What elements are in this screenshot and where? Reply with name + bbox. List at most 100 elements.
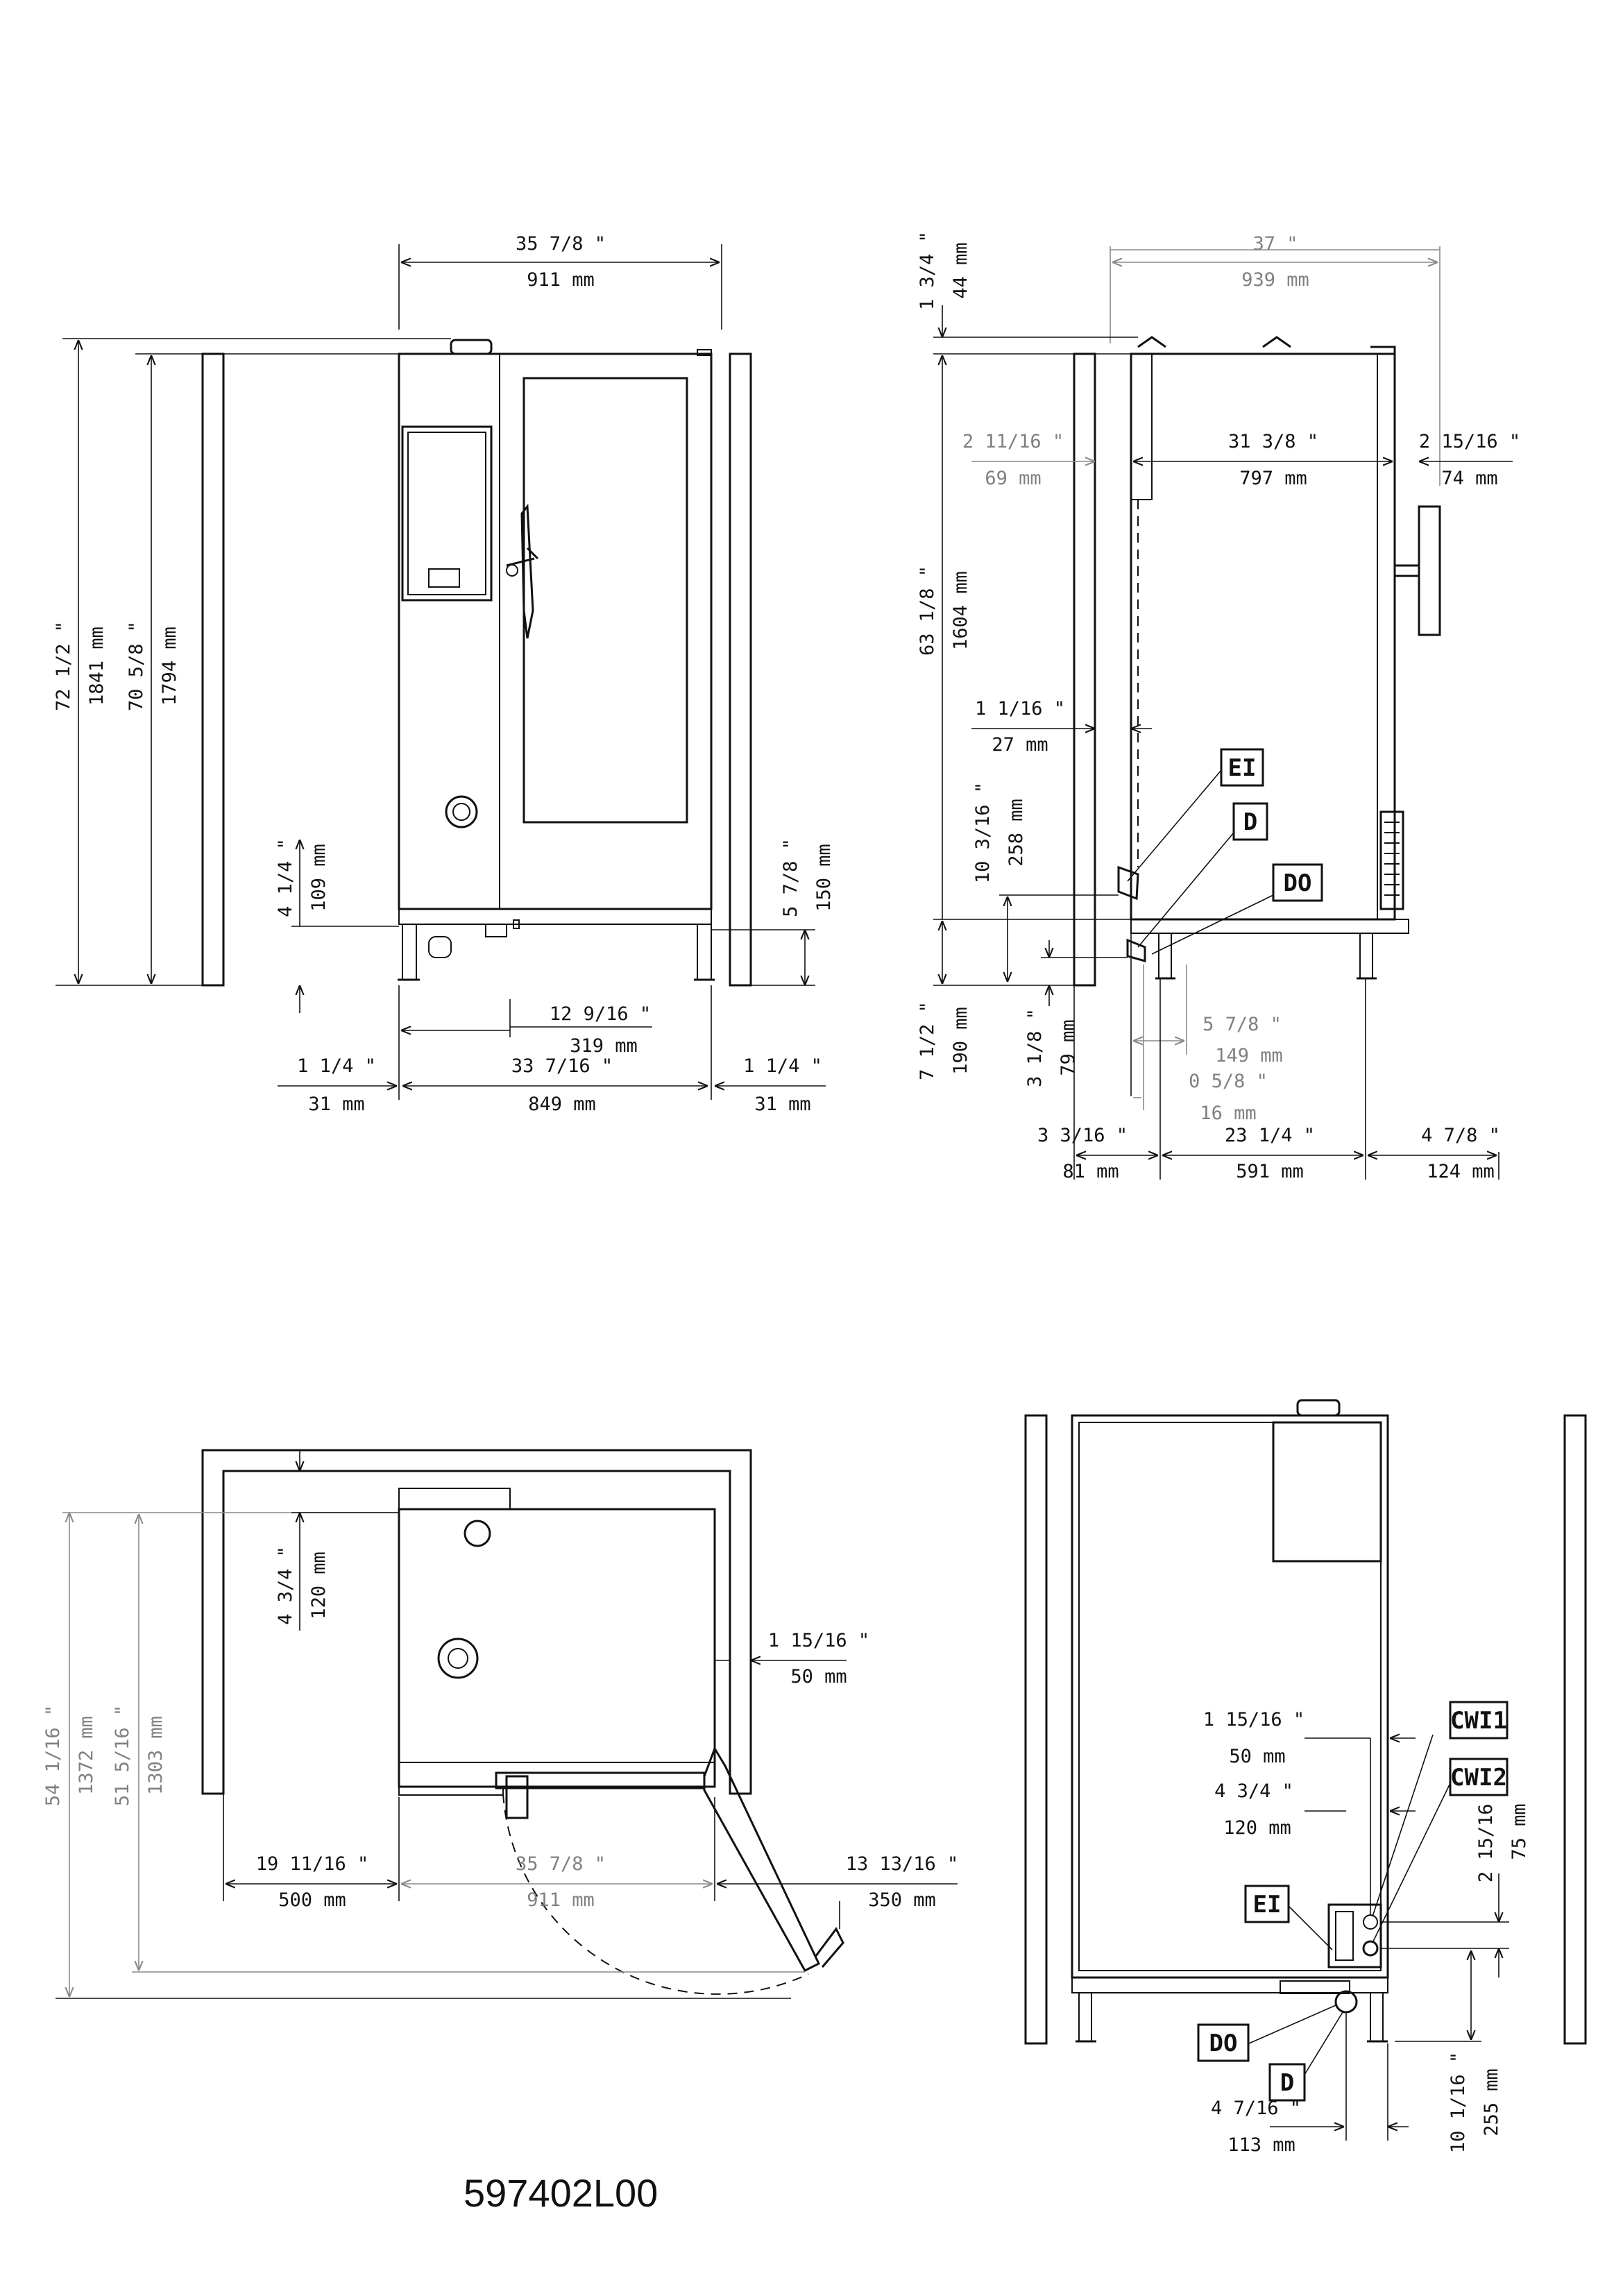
side-dims: 37 " 939 mm 1 3/4 " 44 mm 2 11/16 " 69 m…: [917, 231, 1520, 1182]
dim-plan-depth-total-mm: 1372 mm: [76, 1716, 97, 1795]
dim-side-drain-height-mm: 79 mm: [1057, 1019, 1079, 1075]
tag-do-rear-label: DO: [1209, 2030, 1238, 2057]
rear-top-vent: [1296, 1399, 1341, 1417]
plan-door-open: [703, 1746, 820, 1972]
cwi1-connector: [1363, 1914, 1378, 1930]
dim-rear-conn-height-in: 10 1/16 ": [1447, 2052, 1469, 2153]
dim-plan-side-gap-mm: 50 mm: [790, 1666, 847, 1687]
dim-foot-height-mm: 109 mm: [308, 844, 330, 912]
tag-d-rear: [1268, 2063, 1306, 2102]
plan-view: 54 1/16 " 1372 mm 51 5/16 " 1303 mm 4 3/…: [42, 1449, 958, 1999]
dim-side-body-in: 31 3/8 ": [1228, 431, 1318, 452]
dim-front-height-body-in: 70 5/8 ": [126, 621, 147, 711]
drawing-code: 597402L00: [464, 2171, 658, 2215]
dim-plan-side-gap-in: 1 15/16 ": [768, 1630, 869, 1651]
dim-front-height-total-in: 72 1/2 ": [53, 621, 74, 711]
dim-side-front-in: 2 15/16 ": [1419, 431, 1520, 452]
dim-rear-cwi1-off-in: 1 15/16 ": [1203, 1709, 1305, 1730]
front-foot-left: [402, 924, 417, 980]
side-view: 37 " 939 mm 1 3/4 " 44 mm 2 11/16 " 69 m…: [917, 231, 1520, 1182]
side-rear-wall: [1073, 352, 1096, 987]
dim-side-depth-in: 37 ": [1252, 233, 1298, 255]
tag-cwi2: [1449, 1758, 1509, 1796]
side-drain: [1126, 938, 1146, 962]
door-handle: [520, 503, 534, 639]
front-left-wall: [201, 352, 225, 987]
dim-foot-height-in: 4 1/4 ": [275, 838, 296, 917]
dim-side-left-mm: 81 mm: [1062, 1161, 1119, 1182]
top-vent: [450, 339, 493, 355]
dim-right-gap-mm: 31 mm: [754, 1094, 810, 1115]
rear-dims: 1 15/16 " 50 mm 4 3/4 " 120 mm 2 15/16 "…: [1203, 1709, 1530, 2156]
rear-drain-outlet: [1334, 1990, 1358, 2014]
dim-side-drain-height-in: 3 1/8 ": [1024, 1008, 1046, 1087]
dim-side-leg-in: 7 1/2 ": [917, 1001, 938, 1080]
dim-rear-cwi1-off-mm: 50 mm: [1229, 1746, 1285, 1767]
dim-side-right-in: 4 7/8 ": [1421, 1125, 1500, 1146]
dim-plan-left-clear-mm: 500 mm: [278, 1889, 346, 1911]
front-door-glass: [522, 377, 688, 824]
dim-side-height-in: 5 7/8 ": [780, 838, 801, 917]
dim-plan-depth-body-in: 51 5/16 ": [112, 1705, 133, 1806]
dim-side-leg-mm: 190 mm: [950, 1007, 971, 1075]
tag-do-side-label: DO: [1284, 869, 1312, 897]
dim-side-top-mm: 44 mm: [950, 242, 971, 298]
tag-do-rear: [1197, 2023, 1250, 2062]
dim-front-height-body-mm: 1794 mm: [159, 627, 180, 706]
rear-right-wall: [1563, 1414, 1587, 2045]
dim-plan-rear-gap-mm: 120 mm: [308, 1551, 330, 1619]
dim-side-ei-height-mm: 258 mm: [1005, 799, 1027, 867]
tag-cwi1-label: CWI1: [1450, 1707, 1507, 1735]
front-door: [499, 353, 712, 910]
dim-rear-conn-height-mm: 255 mm: [1481, 2068, 1502, 2136]
dim-side-depth-mm: 939 mm: [1241, 269, 1309, 291]
dim-plan-left-clear-in: 19 11/16 ": [256, 1853, 369, 1875]
tag-cwi1: [1449, 1701, 1509, 1740]
tag-ei-side-label: EI: [1228, 754, 1257, 782]
dim-side-left-in: 3 3/16 ": [1037, 1125, 1128, 1146]
side-door-handle: [1418, 505, 1441, 636]
plan-walls: [201, 1449, 752, 1795]
dim-plan-width-mm: 911 mm: [527, 1889, 595, 1911]
front-control-panel: [398, 353, 500, 910]
tag-d-side: [1232, 802, 1268, 841]
plan-flue: [437, 1638, 479, 1679]
dim-left-gap-in: 1 1/4 ": [297, 1055, 376, 1077]
front-base: [398, 908, 712, 925]
dim-side-top-in: 1 3/4 ": [917, 231, 938, 310]
tag-do-side: [1272, 863, 1323, 902]
dim-side-rear-in: 2 11/16 ": [962, 431, 1064, 452]
dim-side-height-in: 63 1/8 ": [917, 566, 938, 656]
dim-side-wall-gap-mm: 27 mm: [992, 734, 1048, 756]
dim-side-drain-pos-mm: 149 mm: [1215, 1045, 1283, 1066]
plan-door-swing: [502, 1793, 809, 1995]
rear-left-wall: [1024, 1414, 1048, 2045]
tag-ei-side: [1220, 748, 1264, 787]
dim-left-gap-mm: 31 mm: [308, 1094, 364, 1115]
rear-view: 1 15/16 " 50 mm 4 3/4 " 120 mm 2 15/16 "…: [1024, 1399, 1587, 2156]
dim-plan-depth-body-mm: 1303 mm: [145, 1716, 167, 1795]
dim-side-drain-off-in: 0 5/8 ": [1189, 1071, 1268, 1092]
dim-plan-depth-total-in: 54 1/16 ": [42, 1705, 64, 1806]
front-right-wall: [729, 352, 752, 987]
tag-ei-rear: [1244, 1885, 1290, 1923]
dim-plan-rear-gap-in: 4 3/4 ": [275, 1546, 296, 1625]
control-knob: [445, 795, 478, 828]
side-base: [1130, 919, 1409, 934]
dim-front-width-in: 35 7/8 ": [516, 233, 606, 255]
rear-panel: [1272, 1421, 1382, 1563]
cwi2-connector: [1362, 1940, 1379, 1957]
front-dims: 35 7/8 " 911 mm 72 1/2 " 1841 mm 70 5/8 …: [53, 233, 835, 1115]
control-display-inner: [407, 432, 486, 595]
dim-front-width-mm: 911 mm: [527, 269, 595, 291]
dim-side-front-mm: 74 mm: [1441, 468, 1497, 489]
dim-side-drain-off-mm: 16 mm: [1200, 1103, 1256, 1124]
control-knob-inner: [452, 803, 470, 821]
front-view: 35 7/8 " 911 mm 72 1/2 " 1841 mm 70 5/8 …: [53, 233, 835, 1115]
rear-oven-body: [1071, 1414, 1389, 1979]
front-foot-right: [697, 924, 712, 980]
tag-cwi2-label: CWI2: [1450, 1764, 1507, 1792]
dim-offset-in: 12 9/16 ": [550, 1003, 651, 1025]
tag-d-side-label: D: [1243, 808, 1257, 836]
